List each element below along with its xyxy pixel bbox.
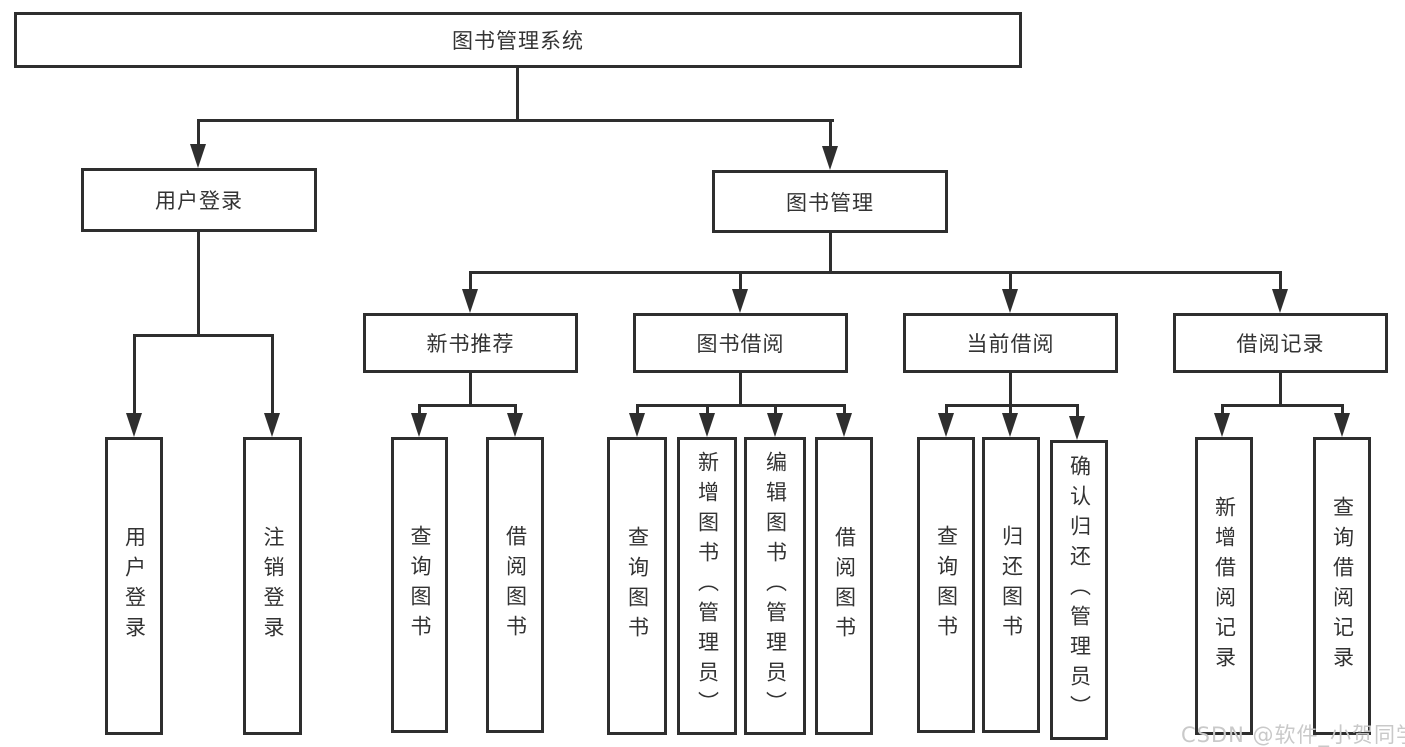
connector-line <box>514 404 517 415</box>
leaf-borrow-books-recommend: 借阅图书 <box>486 437 544 733</box>
connector-line <box>197 119 834 122</box>
down-arrowhead <box>1214 413 1230 437</box>
leaf-add-books-admin: 新增图书（管理员） <box>677 437 737 735</box>
connector-line <box>133 334 274 337</box>
node-label: 查询图书 <box>934 525 959 645</box>
connector-line <box>1009 271 1012 291</box>
down-arrowhead <box>767 413 783 437</box>
node-label: 新书推荐 <box>426 332 515 356</box>
node-label: 查询图书 <box>408 525 432 645</box>
down-arrowhead <box>938 413 954 437</box>
connector-line <box>271 334 274 415</box>
down-arrowhead <box>732 289 748 313</box>
leaf-return-books: 归还图书 <box>982 437 1040 733</box>
node-label: 编辑图书（管理员） <box>763 451 788 721</box>
connector-line <box>706 404 709 415</box>
connector-line <box>1009 404 1012 415</box>
leaf-query-books-borrow: 查询图书 <box>607 437 667 735</box>
connector-line <box>1076 404 1079 417</box>
connector-line <box>636 404 845 407</box>
connector-line <box>516 68 519 121</box>
connector-line <box>469 271 472 291</box>
down-arrowhead <box>822 146 838 170</box>
connector-line <box>197 119 200 146</box>
connector-line <box>636 404 639 415</box>
node-label: 借阅图书 <box>832 526 857 646</box>
node-label: 图书管理 <box>786 190 874 215</box>
connector-line <box>1279 271 1282 291</box>
node-label: 确认归还（管理员） <box>1067 455 1092 725</box>
connector-line <box>469 373 472 407</box>
down-arrowhead <box>1002 289 1018 313</box>
connector-line <box>469 271 1282 274</box>
connector-line <box>197 232 200 337</box>
down-arrowhead <box>507 413 523 437</box>
leaf-edit-books-admin: 编辑图书（管理员） <box>744 437 806 735</box>
connector-line <box>133 334 136 415</box>
connector-line <box>945 404 948 415</box>
connector-line <box>829 119 832 148</box>
node-label: 借阅记录 <box>1236 332 1325 356</box>
down-arrowhead <box>1002 413 1018 437</box>
node-label: 图书借阅 <box>696 332 785 356</box>
down-arrowhead <box>1069 416 1085 440</box>
csdn-watermark: CSDN @软件_小贺同学 <box>1181 723 1405 747</box>
connector-line <box>1221 404 1224 415</box>
node-label: 借阅图书 <box>503 525 528 645</box>
connector-line <box>1341 404 1344 415</box>
node-label: 新增借阅记录 <box>1212 496 1237 676</box>
connector-line <box>843 404 846 415</box>
node-book-management: 图书管理 <box>712 170 948 233</box>
node-label: 图书管理系统 <box>452 29 584 53</box>
node-new-book-recommend: 新书推荐 <box>363 313 578 373</box>
connector-line <box>739 271 742 291</box>
node-book-borrow: 图书借阅 <box>633 313 848 373</box>
leaf-query-borrow-record: 查询借阅记录 <box>1313 437 1371 735</box>
node-root-library-system: 图书管理系统 <box>14 12 1022 68</box>
leaf-borrow-books: 借阅图书 <box>815 437 873 735</box>
down-arrowhead <box>629 413 645 437</box>
node-label: 用户登录 <box>155 189 243 213</box>
down-arrowhead <box>126 413 142 437</box>
node-current-borrow: 当前借阅 <box>903 313 1118 373</box>
leaf-query-books-current: 查询图书 <box>917 437 975 733</box>
node-label: 查询借阅记录 <box>1330 496 1355 676</box>
node-label: 当前借阅 <box>966 332 1055 356</box>
connector-line <box>829 233 832 274</box>
connector-line <box>1221 404 1343 407</box>
down-arrowhead <box>836 413 852 437</box>
leaf-confirm-return-admin: 确认归还（管理员） <box>1050 440 1108 740</box>
connector-line <box>1279 373 1282 407</box>
down-arrowhead <box>462 289 478 313</box>
node-label: 注销登录 <box>261 526 285 646</box>
node-borrow-records: 借阅记录 <box>1173 313 1388 373</box>
connector-line <box>739 373 742 407</box>
node-user-login: 用户登录 <box>81 168 317 232</box>
node-label: 归还图书 <box>999 525 1024 645</box>
down-arrowhead <box>411 413 427 437</box>
node-label: 新增图书（管理员） <box>695 451 720 721</box>
leaf-user-login: 用户登录 <box>105 437 163 735</box>
node-label: 查询图书 <box>625 526 650 646</box>
node-label: 用户登录 <box>122 526 147 646</box>
leaf-query-books-recommend: 查询图书 <box>391 437 448 733</box>
connector-line <box>418 404 517 407</box>
leaf-logout: 注销登录 <box>243 437 302 735</box>
down-arrowhead <box>190 144 206 168</box>
connector-line <box>418 404 421 415</box>
leaf-add-borrow-record: 新增借阅记录 <box>1195 437 1253 735</box>
down-arrowhead <box>699 413 715 437</box>
connector-line <box>774 404 777 415</box>
down-arrowhead <box>1334 413 1350 437</box>
down-arrowhead <box>1272 289 1288 313</box>
down-arrowhead <box>264 413 280 437</box>
connector-line <box>1009 373 1012 407</box>
